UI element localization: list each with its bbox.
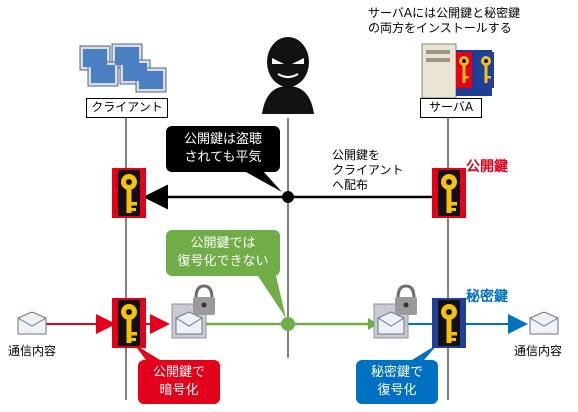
callout-cannot-decrypt-pointer [258,276,286,318]
public-key-label: 公開鍵 [466,159,508,175]
server-public-key-icon [432,168,466,218]
left-message-envelope-icon [17,311,47,335]
server-public-key-small-icon [456,52,472,88]
callout-decrypt-pointer [412,344,438,360]
server-note: サーバAには公開鍵と秘密鍵 の両方をインストールする [368,6,521,35]
callout-decrypt: 秘密鍵で 復号化 [356,360,438,404]
attacker-icon [262,37,314,114]
callout-encrypt: 公開鍵で 暗号化 [138,360,220,404]
intercept-dot-bottom [281,317,295,331]
callout-cannot-decrypt: 公開鍵では 復号化できない [166,230,280,276]
secret-key-label: 秘密鍵 [466,289,508,305]
callout-encrypt-text: 公開鍵で 暗号化 [152,365,205,398]
callout-eavesdrop: 公開鍵は盗聴 されても平気 [166,126,280,172]
client-label: クライアント [86,98,168,118]
client-computers-icon [79,43,167,93]
encrypt-public-key-icon [112,298,146,348]
callout-eavesdrop-text: 公開鍵は盗聴 されても平気 [183,132,262,165]
callout-decrypt-text: 秘密鍵で 復号化 [370,365,423,398]
encrypted-envelope-left-icon [171,284,215,339]
callout-eavesdrop-pointer [246,170,282,192]
decrypt-secret-key-icon [432,298,466,348]
left-message-label: 通信内容 [8,344,57,358]
callout-cannot-decrypt-text: 公開鍵では 復号化できない [177,236,269,269]
distribute-note: 公開鍵を クライアント へ配布 [332,148,404,192]
right-message-envelope-icon [529,311,559,335]
client-public-key-icon [112,168,146,218]
encrypted-envelope-right-icon [373,284,417,339]
intercept-dot-top [282,191,294,203]
server-label: サーバA [420,98,482,118]
server-secret-key-small-icon [478,52,494,88]
callout-encrypt-pointer [134,344,160,360]
right-message-label: 通信内容 [514,344,563,358]
